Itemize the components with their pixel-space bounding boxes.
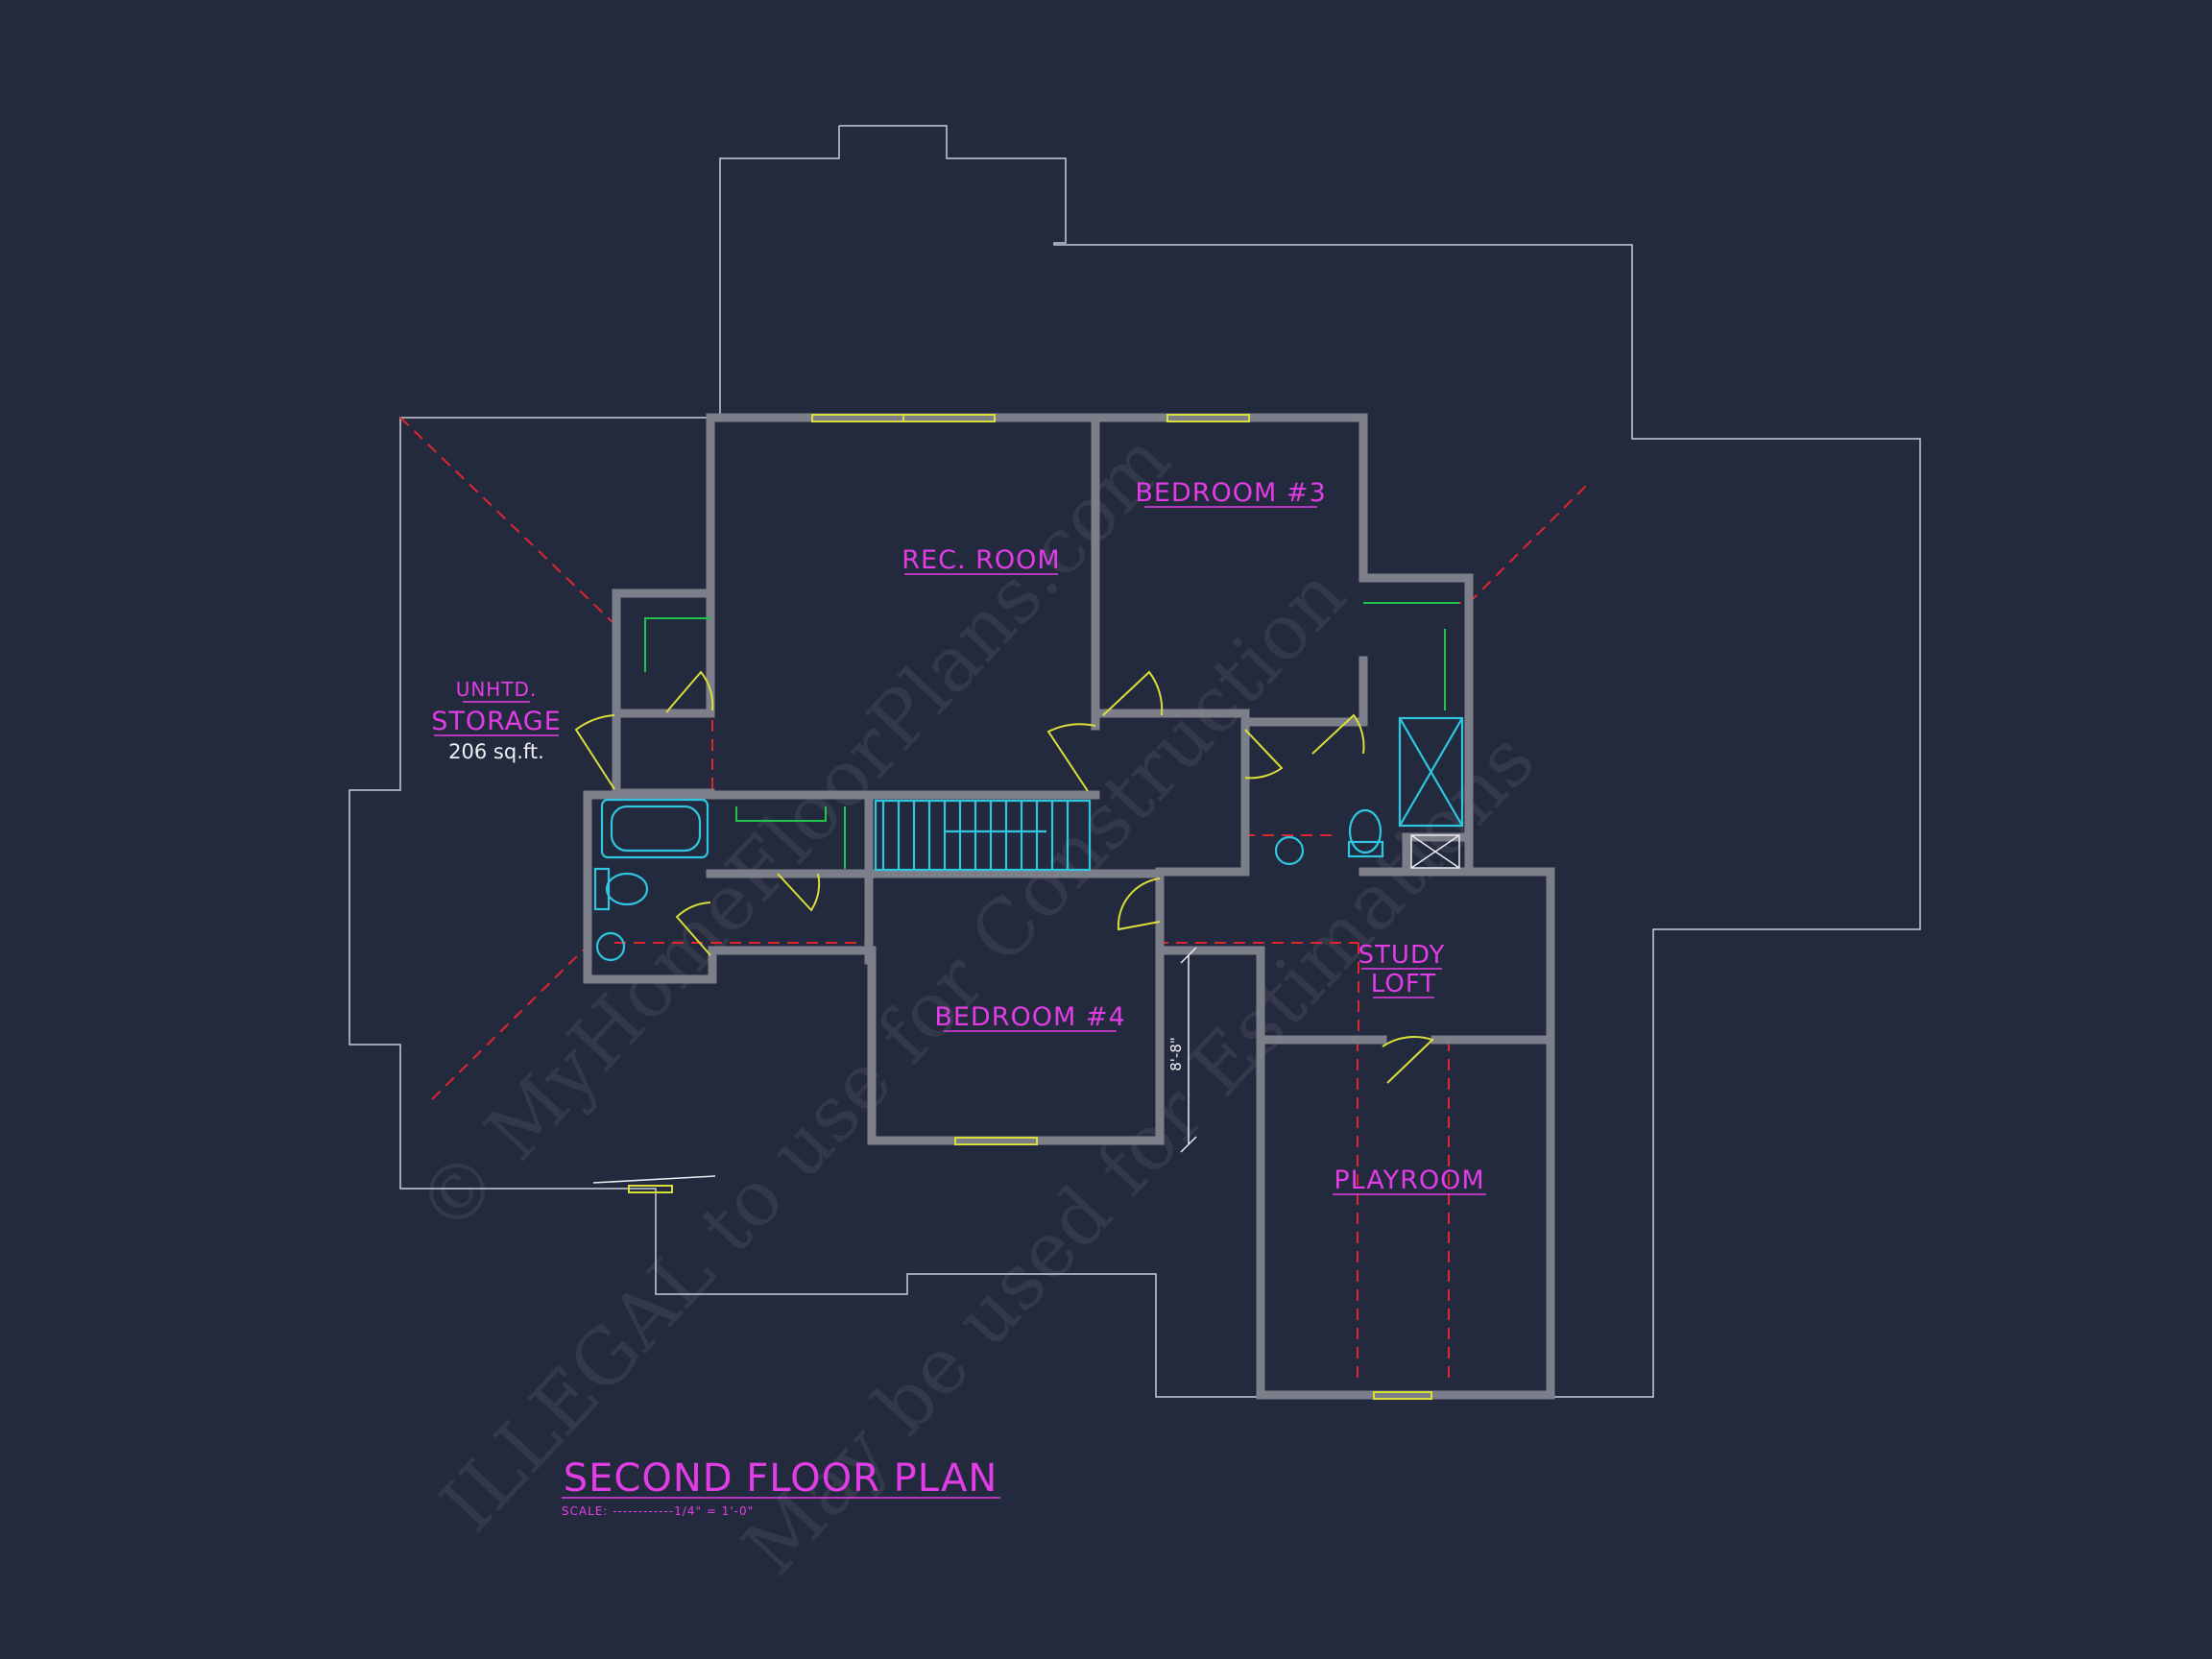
dimension-label: 8'-8" <box>1167 1037 1185 1071</box>
bath-fixtures <box>593 716 1464 962</box>
plan-title: SECOND FLOOR PLAN <box>564 1456 998 1501</box>
study-loft-label-line2: LOFT <box>1371 970 1436 998</box>
storage-area-label: 206 sq.ft. <box>448 740 544 763</box>
study-loft-label-line1: STUDY <box>1358 941 1446 970</box>
storage-note-label: UNHTD. <box>456 678 538 701</box>
plan-scale: SCALE: ------------1/4" = 1'-0" <box>562 1504 754 1518</box>
second-sink-basin <box>1274 835 1305 866</box>
shower-stall <box>1398 716 1464 828</box>
doors <box>574 670 1434 1084</box>
toilet-bowl <box>605 872 649 906</box>
linen-closet <box>1410 834 1460 869</box>
storage-label: STORAGE <box>431 707 562 736</box>
bedroom-4-label: BEDROOM #4 <box>934 1002 1125 1032</box>
windows <box>592 414 1432 1400</box>
playroom-label: PLAYROOM <box>1334 1166 1484 1195</box>
bathtub <box>600 798 709 859</box>
second-toilet-bowl <box>1348 808 1382 854</box>
title-block: SECOND FLOOR PLAN SCALE: ------------1/4… <box>562 1456 1000 1518</box>
bedroom-3-label: BEDROOM #3 <box>1135 478 1326 508</box>
dimension-line: 8'-8" <box>1167 947 1197 1153</box>
roof-outline <box>349 125 1921 1398</box>
walls <box>583 413 1555 1400</box>
rec-room-label: REC. ROOM <box>902 545 1060 575</box>
stair <box>874 799 1092 872</box>
closet-shelves <box>644 602 1459 869</box>
room-labels: UNHTD. STORAGE 206 sq.ft. REC. ROOM BEDR… <box>431 478 1486 1195</box>
sink-basin <box>595 931 626 962</box>
second-toilet-tank <box>1347 840 1384 858</box>
toilet-tank <box>593 867 611 911</box>
